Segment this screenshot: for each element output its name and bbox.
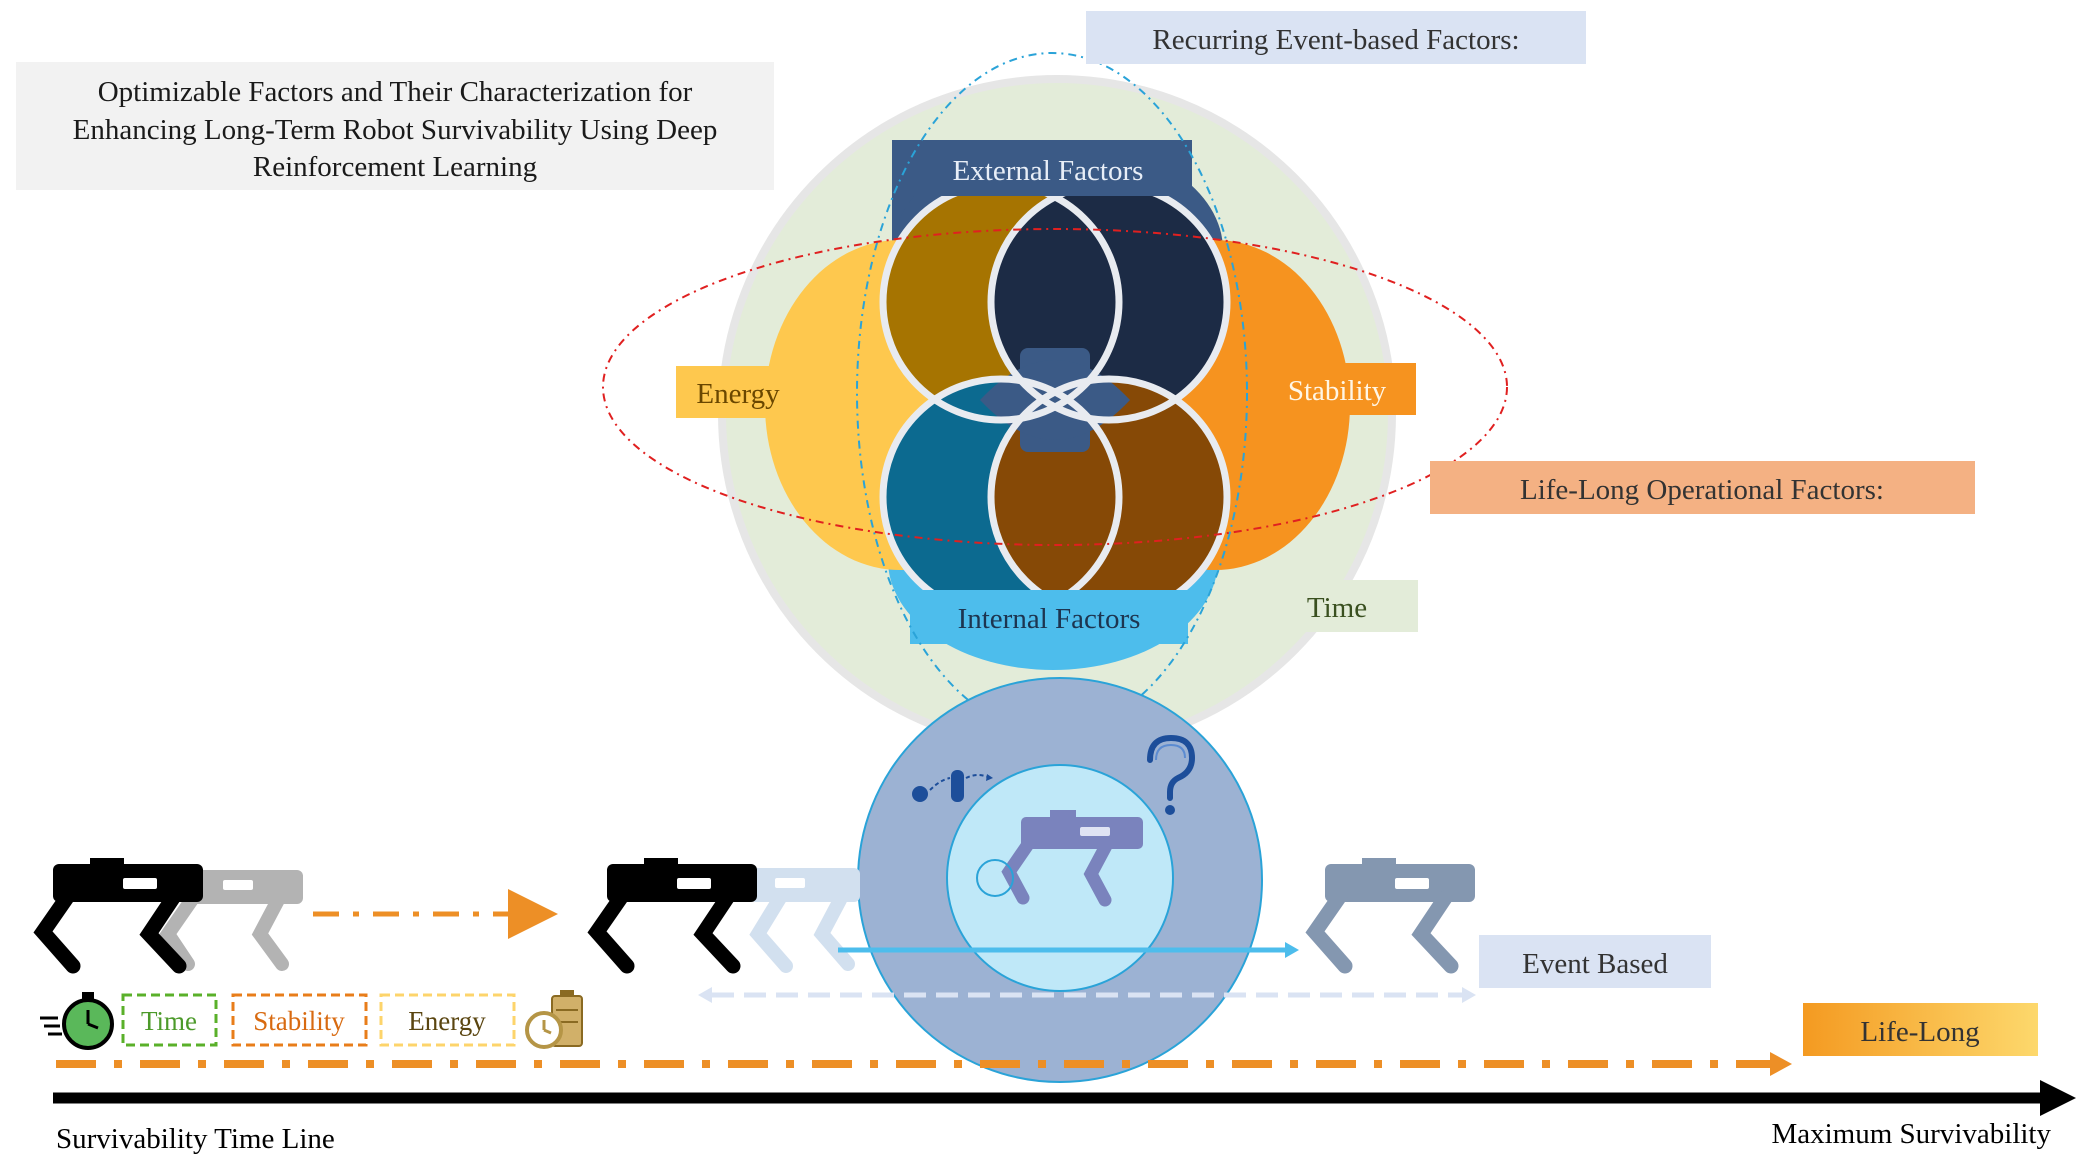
lifelong-operational-ellipse bbox=[602, 228, 1508, 546]
time-label-box bbox=[1292, 580, 1418, 632]
tag-energy-label: Energy bbox=[408, 1006, 486, 1036]
robot-group-start bbox=[33, 858, 303, 974]
survivability-axis bbox=[53, 1080, 2076, 1116]
title-line-2: Enhancing Long-Term Robot Survivability … bbox=[73, 114, 718, 146]
lifelong-operational-label: Life-Long Operational Factors: bbox=[1520, 474, 1884, 506]
venn-diagram: External Factors Internal Factors Energy… bbox=[602, 52, 1508, 753]
blue-event-arrow bbox=[838, 942, 1299, 958]
title-box: Optimizable Factors and Their Characteri… bbox=[16, 62, 774, 190]
event-based-box: Event Based bbox=[1479, 935, 1711, 988]
stability-label: Stability bbox=[1288, 375, 1387, 407]
axis-end-label: Maximum Survivability bbox=[1771, 1118, 2051, 1150]
recurring-event-legend: Recurring Event-based Factors: bbox=[1086, 11, 1586, 64]
tag-time: Time bbox=[121, 993, 218, 1047]
robot-dog-icon-black-1 bbox=[33, 858, 203, 974]
light-dashed-double-arrow bbox=[698, 987, 1476, 1003]
external-factors-label: External Factors bbox=[953, 155, 1144, 187]
tag-energy: Energy bbox=[379, 993, 516, 1047]
lifelong-operational-legend: Life-Long Operational Factors: bbox=[1430, 461, 1975, 514]
recurring-event-label: Recurring Event-based Factors: bbox=[1152, 24, 1519, 56]
robot-dog-icon-black-2 bbox=[587, 858, 757, 974]
event-circle bbox=[857, 677, 1263, 1083]
robot-dog-icon-ghost-1 bbox=[159, 870, 303, 971]
tag-stability-label: Stability bbox=[253, 1006, 345, 1036]
axis-start-label: Survivability Time Line bbox=[56, 1123, 335, 1155]
tag-time-label: Time bbox=[141, 1006, 197, 1036]
title-line-3: Reinforcement Learning bbox=[253, 151, 537, 183]
life-long-label: Life-Long bbox=[1860, 1016, 1979, 1048]
event-based-label: Event Based bbox=[1522, 948, 1668, 980]
robot-dog-icon-end bbox=[1305, 858, 1475, 974]
title-line-1: Optimizable Factors and Their Characteri… bbox=[98, 76, 693, 108]
time-label: Time bbox=[1307, 592, 1367, 624]
internal-factors-label: Internal Factors bbox=[958, 603, 1141, 635]
question-mark-icon bbox=[1147, 734, 1196, 815]
tag-stability: Stability bbox=[231, 993, 368, 1047]
orange-lifelong-arrow bbox=[56, 1052, 1792, 1076]
life-long-box: Life-Long bbox=[1803, 1003, 2038, 1056]
footstep-path-icon bbox=[912, 770, 993, 802]
energy-label: Energy bbox=[696, 378, 780, 410]
stopwatch-icon bbox=[40, 992, 114, 1050]
battery-clock-icon bbox=[525, 990, 583, 1049]
robot-group-middle bbox=[587, 858, 860, 974]
robot-dog-icon bbox=[976, 810, 1143, 907]
